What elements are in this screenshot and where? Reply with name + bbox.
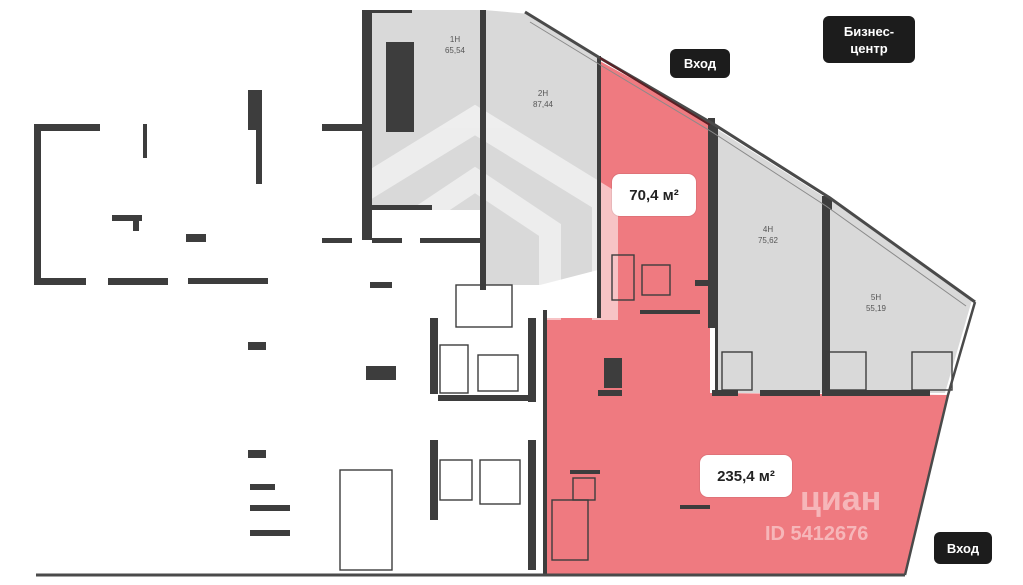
unit-4n-area: 75,62 (758, 236, 779, 245)
area-badge-large[interactable]: 235,4 м² (700, 455, 792, 497)
entrance-bottom-marker: Вход (934, 532, 992, 564)
unit-5n-floor[interactable] (830, 200, 972, 393)
watermark-brand: циан (800, 480, 881, 518)
unit-4n-floor[interactable] (715, 128, 826, 393)
unit-2n-area: 87,44 (533, 100, 554, 109)
unit-5n-label: 5Н (871, 293, 881, 302)
unit-1n-label: 1Н (450, 35, 460, 44)
unit-2n-label: 2Н (538, 89, 548, 98)
watermark-id: ID 5412676 (765, 523, 868, 545)
unit-5n-area: 55,19 (866, 304, 887, 313)
unit-4n-label: 4Н (763, 225, 773, 234)
entrance-top-marker: Вход (670, 49, 730, 78)
business-center-marker: Бизнес- центр (823, 16, 915, 63)
highlight-area-large[interactable] (543, 318, 948, 575)
unit-1n-area: 65,54 (445, 46, 466, 55)
area-badge-small[interactable]: 70,4 м² (612, 174, 696, 216)
